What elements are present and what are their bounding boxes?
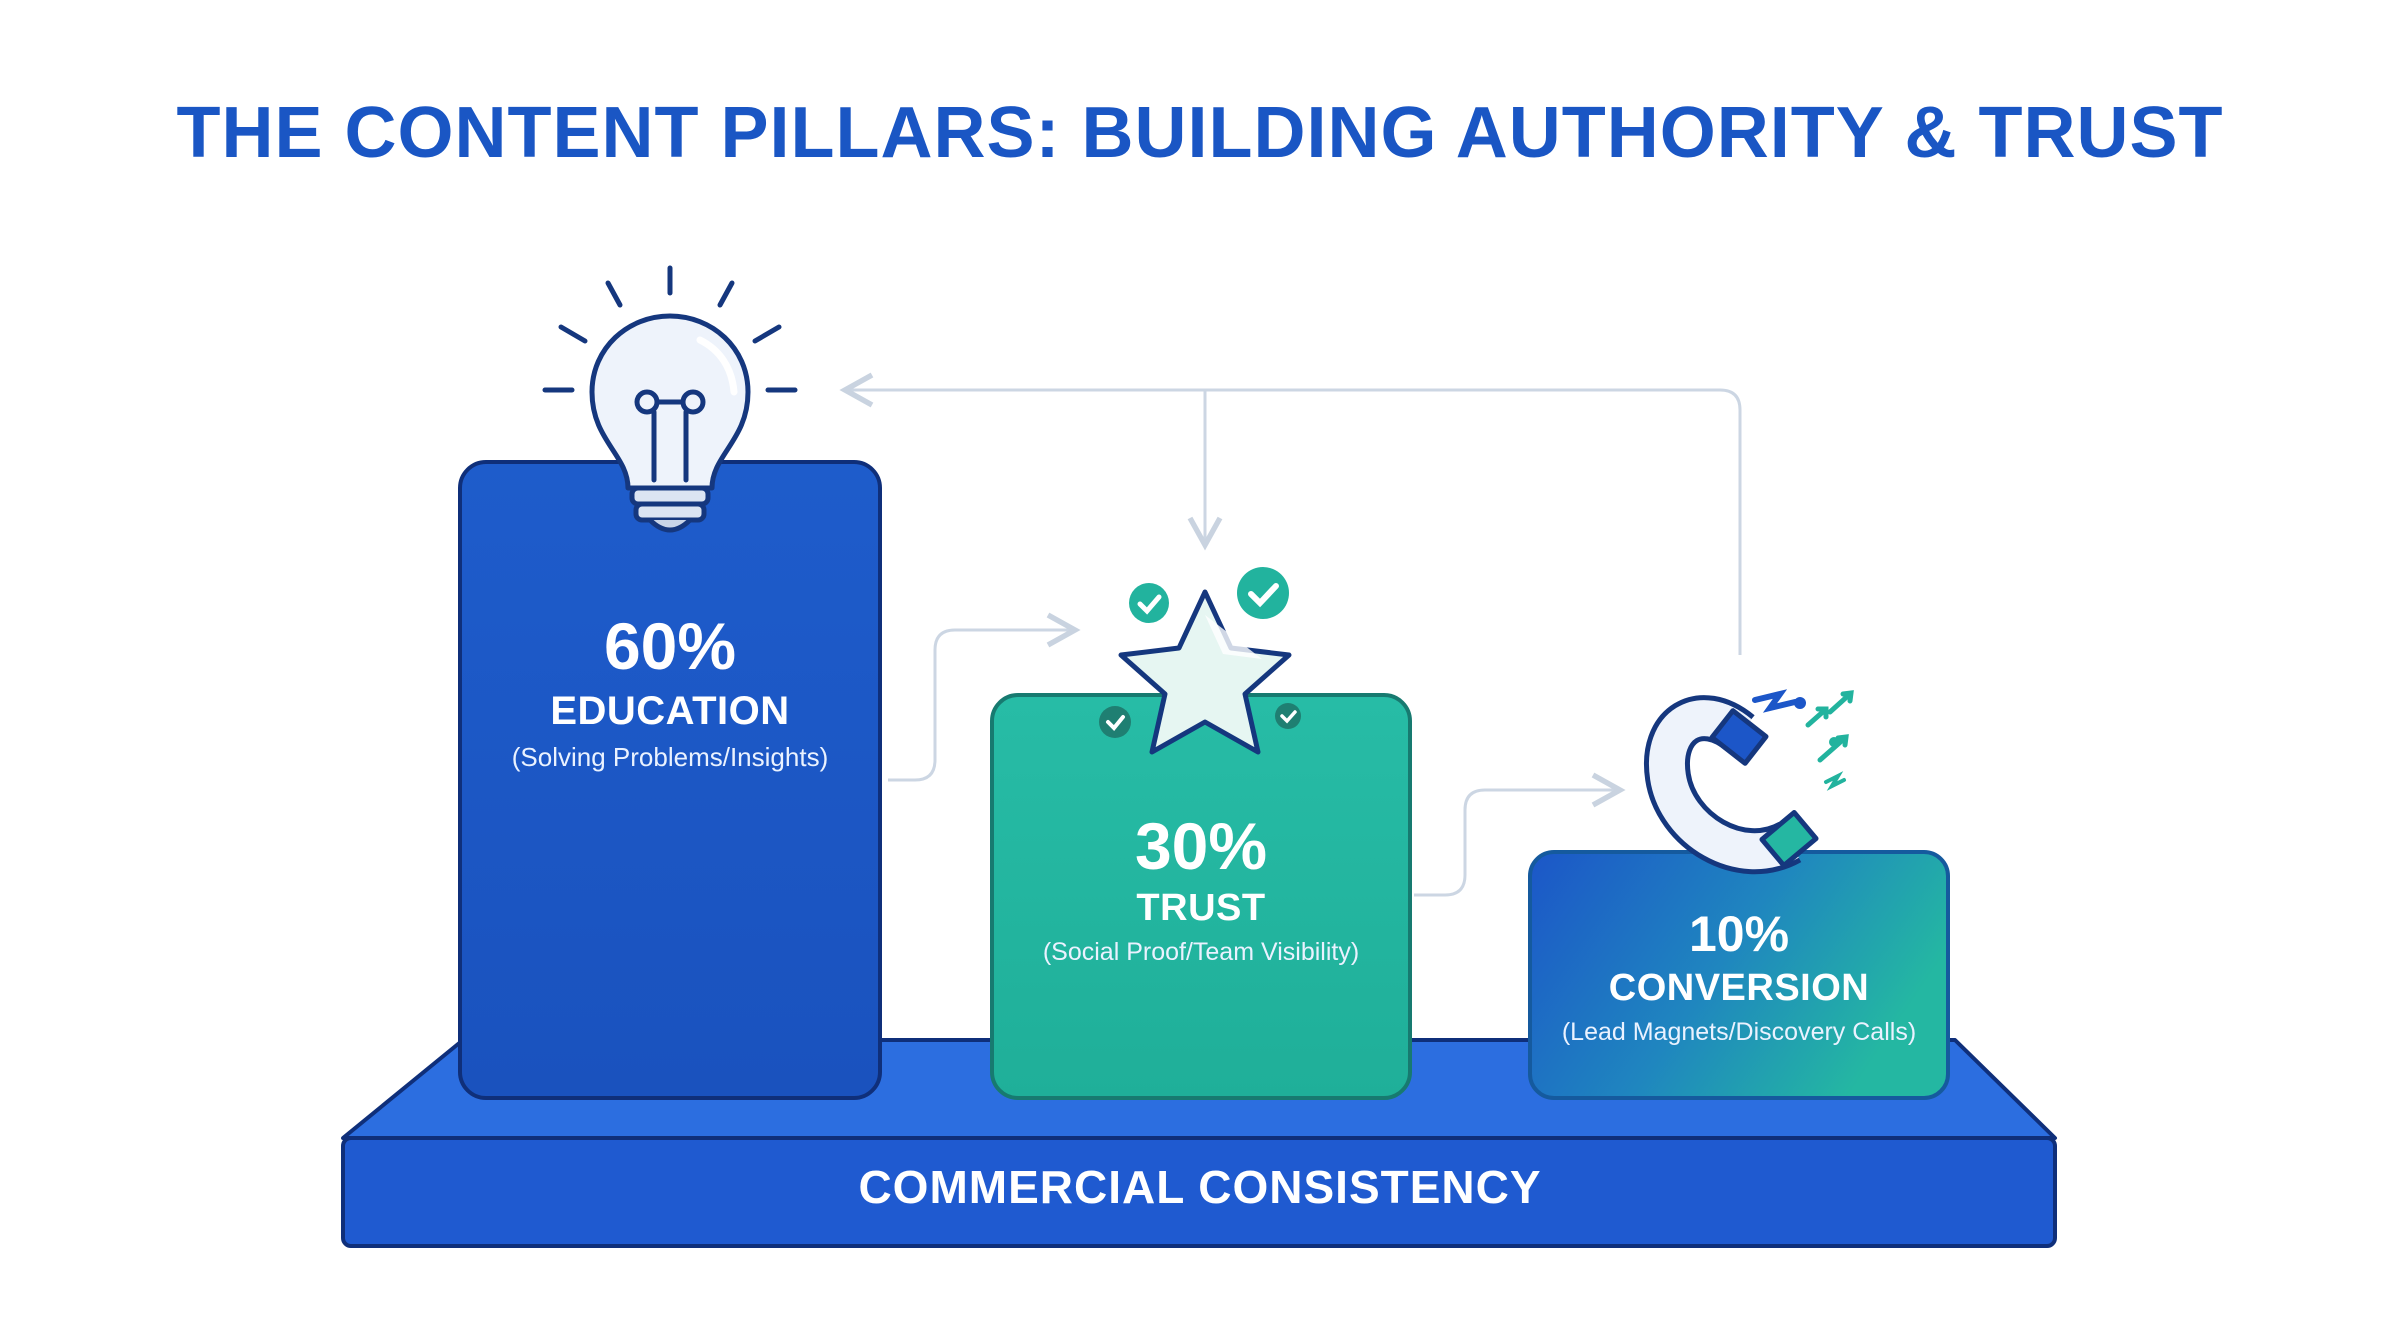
percent-label: 10% — [1688, 906, 1790, 962]
pillar-education-text: 60% EDUCATION (Solving Problems/Insights… — [460, 609, 880, 773]
star-icon — [1118, 589, 1292, 755]
pillar-subtitle: (Lead Magnets/Discovery Calls) — [1561, 1017, 1917, 1046]
pillar-education — [458, 460, 882, 1100]
pillar-label: CONVERSION — [1608, 966, 1870, 1009]
pillar-label: TRUST — [1136, 887, 1266, 930]
flow-arrow-trust-to-conversion — [1414, 772, 1626, 897]
pillar-subtitle: (Solving Problems/Insights) — [511, 742, 829, 773]
check-badge-icon — [1099, 706, 1131, 738]
feedback-arrow-loop — [839, 372, 1742, 655]
pillar-label: EDUCATION — [550, 689, 790, 734]
pillar-trust-text: 30% TRUST (Social Proof/Team Visibility) — [992, 809, 1410, 967]
pillar-subtitle: (Social Proof/Team Visibility) — [1042, 938, 1360, 967]
pillar-conversion-text: 10% CONVERSION (Lead Magnets/Discovery C… — [1530, 908, 1948, 1047]
flow-arrow-education-to-trust — [888, 612, 1081, 782]
magnet-icon — [1644, 695, 1819, 875]
spark-icon — [1752, 689, 1854, 791]
percent-label: 60% — [603, 609, 737, 683]
base-label: COMMERCIAL CONSISTENCY — [858, 1161, 1542, 1213]
check-badge-icon — [1275, 703, 1301, 729]
page-title: THE CONTENT PILLARS: BUILDING AUTHORITY … — [176, 93, 2224, 173]
check-badge-icon — [1237, 567, 1289, 619]
flow-arrows — [839, 372, 1742, 897]
lightbulb-icon — [542, 265, 798, 533]
percent-label: 30% — [1134, 809, 1268, 883]
check-badge-icon — [1129, 583, 1169, 623]
